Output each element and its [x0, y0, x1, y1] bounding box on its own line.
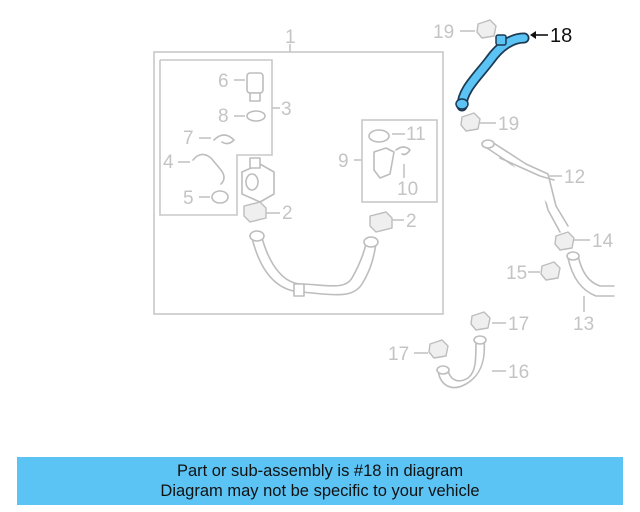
- assembly-box-1: 1: [153, 27, 444, 315]
- callout-17b: 17: [388, 344, 409, 365]
- callout-18-group: 18: [530, 25, 572, 47]
- callout-15: 15: [506, 263, 527, 284]
- part-2-clamp-right: 2: [369, 211, 417, 233]
- callout-16: 16: [508, 362, 529, 383]
- part-4-bracket: 4: [163, 152, 225, 185]
- part-18-hose-highlighted: [455, 32, 530, 112]
- part-12-pipe: 12: [481, 139, 585, 233]
- callout-2a: 2: [282, 203, 293, 224]
- part-10-fitting: 10: [373, 146, 418, 200]
- banner-line-1: Part or sub-assembly is #18 in diagram: [176, 462, 464, 480]
- callout-1: 1: [285, 27, 296, 48]
- part-11-o-ring: 11: [368, 124, 426, 145]
- callout-4: 4: [163, 152, 174, 173]
- part-17-clamp-upper: 17: [470, 311, 529, 335]
- part-hose-lower: [249, 230, 379, 297]
- part-15-clamp: 15: [506, 261, 561, 284]
- callout-11: 11: [406, 124, 426, 145]
- callout-19b: 19: [498, 114, 519, 135]
- callout-5: 5: [183, 188, 194, 209]
- part-17-clamp-lower: 17: [388, 339, 449, 365]
- part-8-o-ring: 8: [218, 106, 266, 127]
- info-banner: Part or sub-assembly is #18 in diagram D…: [17, 457, 623, 505]
- part-13-hose: 13: [566, 251, 615, 335]
- part-2-clamp-left: 2: [243, 201, 293, 224]
- callout-6: 6: [218, 71, 229, 92]
- part-14-clamp: 14: [554, 231, 614, 252]
- part-5-o-ring: 5: [183, 188, 229, 209]
- part-6-valve: 6: [218, 71, 264, 102]
- part-housing: [241, 157, 275, 203]
- part-19-clamp-bottom: 19: [460, 112, 519, 135]
- callout-17a: 17: [508, 314, 529, 335]
- callout-18: 18: [550, 25, 572, 47]
- callout-12: 12: [564, 167, 585, 188]
- banner-line-2: Diagram may not be specific to your vehi…: [160, 482, 480, 500]
- part-7-clip: 7: [183, 128, 235, 149]
- callout-3: 3: [281, 99, 292, 120]
- subassembly-box-3: 3: [159, 59, 292, 216]
- part-19-clamp-top: 19: [433, 19, 497, 43]
- callout-13: 13: [573, 314, 594, 335]
- callout-19a: 19: [433, 22, 454, 43]
- part-16-hose: 16: [436, 335, 529, 389]
- callout-2b: 2: [406, 211, 417, 232]
- subassembly-box-9: 9: [338, 119, 438, 203]
- callout-10: 10: [397, 179, 418, 200]
- callout-7: 7: [183, 128, 194, 149]
- callout-9: 9: [338, 151, 349, 172]
- callout-8: 8: [218, 106, 229, 127]
- callout-14: 14: [592, 231, 614, 252]
